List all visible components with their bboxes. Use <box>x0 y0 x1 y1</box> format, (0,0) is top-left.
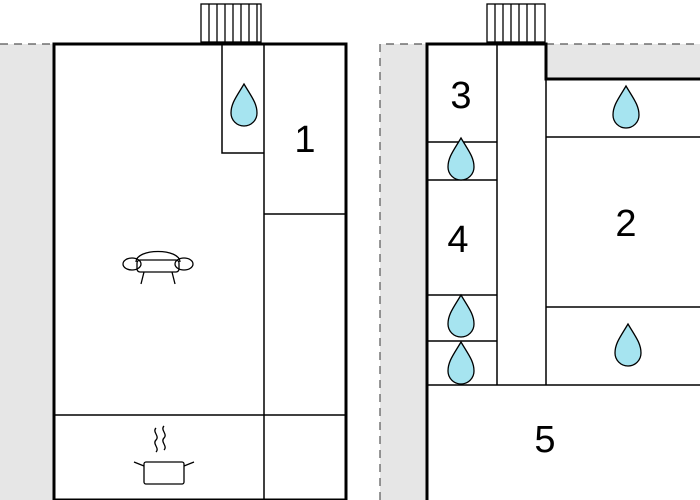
outside-areas <box>0 43 700 500</box>
right-unit-outer-wall <box>425 42 700 500</box>
room-labels: 1 2 3 4 5 <box>294 75 636 461</box>
water-drop-icon <box>447 136 475 181</box>
room-label-3: 3 <box>450 75 471 117</box>
left-outside-area <box>0 44 54 500</box>
left-unit-outer-wall <box>52 42 348 500</box>
middle-dashed-boundary <box>379 43 427 500</box>
left-unit <box>52 42 348 500</box>
water-drop-icon <box>612 84 640 129</box>
cooking-pot-icon <box>133 425 195 485</box>
middle-outside-area <box>380 44 427 500</box>
room-label-1: 1 <box>294 119 315 161</box>
water-drops <box>230 82 642 385</box>
chimney-icon <box>486 3 546 43</box>
water-drop-icon <box>447 293 475 338</box>
chimney-icon <box>200 3 262 43</box>
sofa-icon <box>122 250 194 285</box>
water-drop-icon <box>447 340 475 385</box>
wall <box>546 136 700 308</box>
right-top-outside-area <box>546 44 700 79</box>
water-drop-icon <box>614 322 642 367</box>
wall <box>221 44 264 154</box>
room-label-2: 2 <box>615 203 636 245</box>
room-label-4: 4 <box>447 219 468 261</box>
room-label-5: 5 <box>534 419 555 461</box>
water-drop-icon <box>230 82 258 127</box>
